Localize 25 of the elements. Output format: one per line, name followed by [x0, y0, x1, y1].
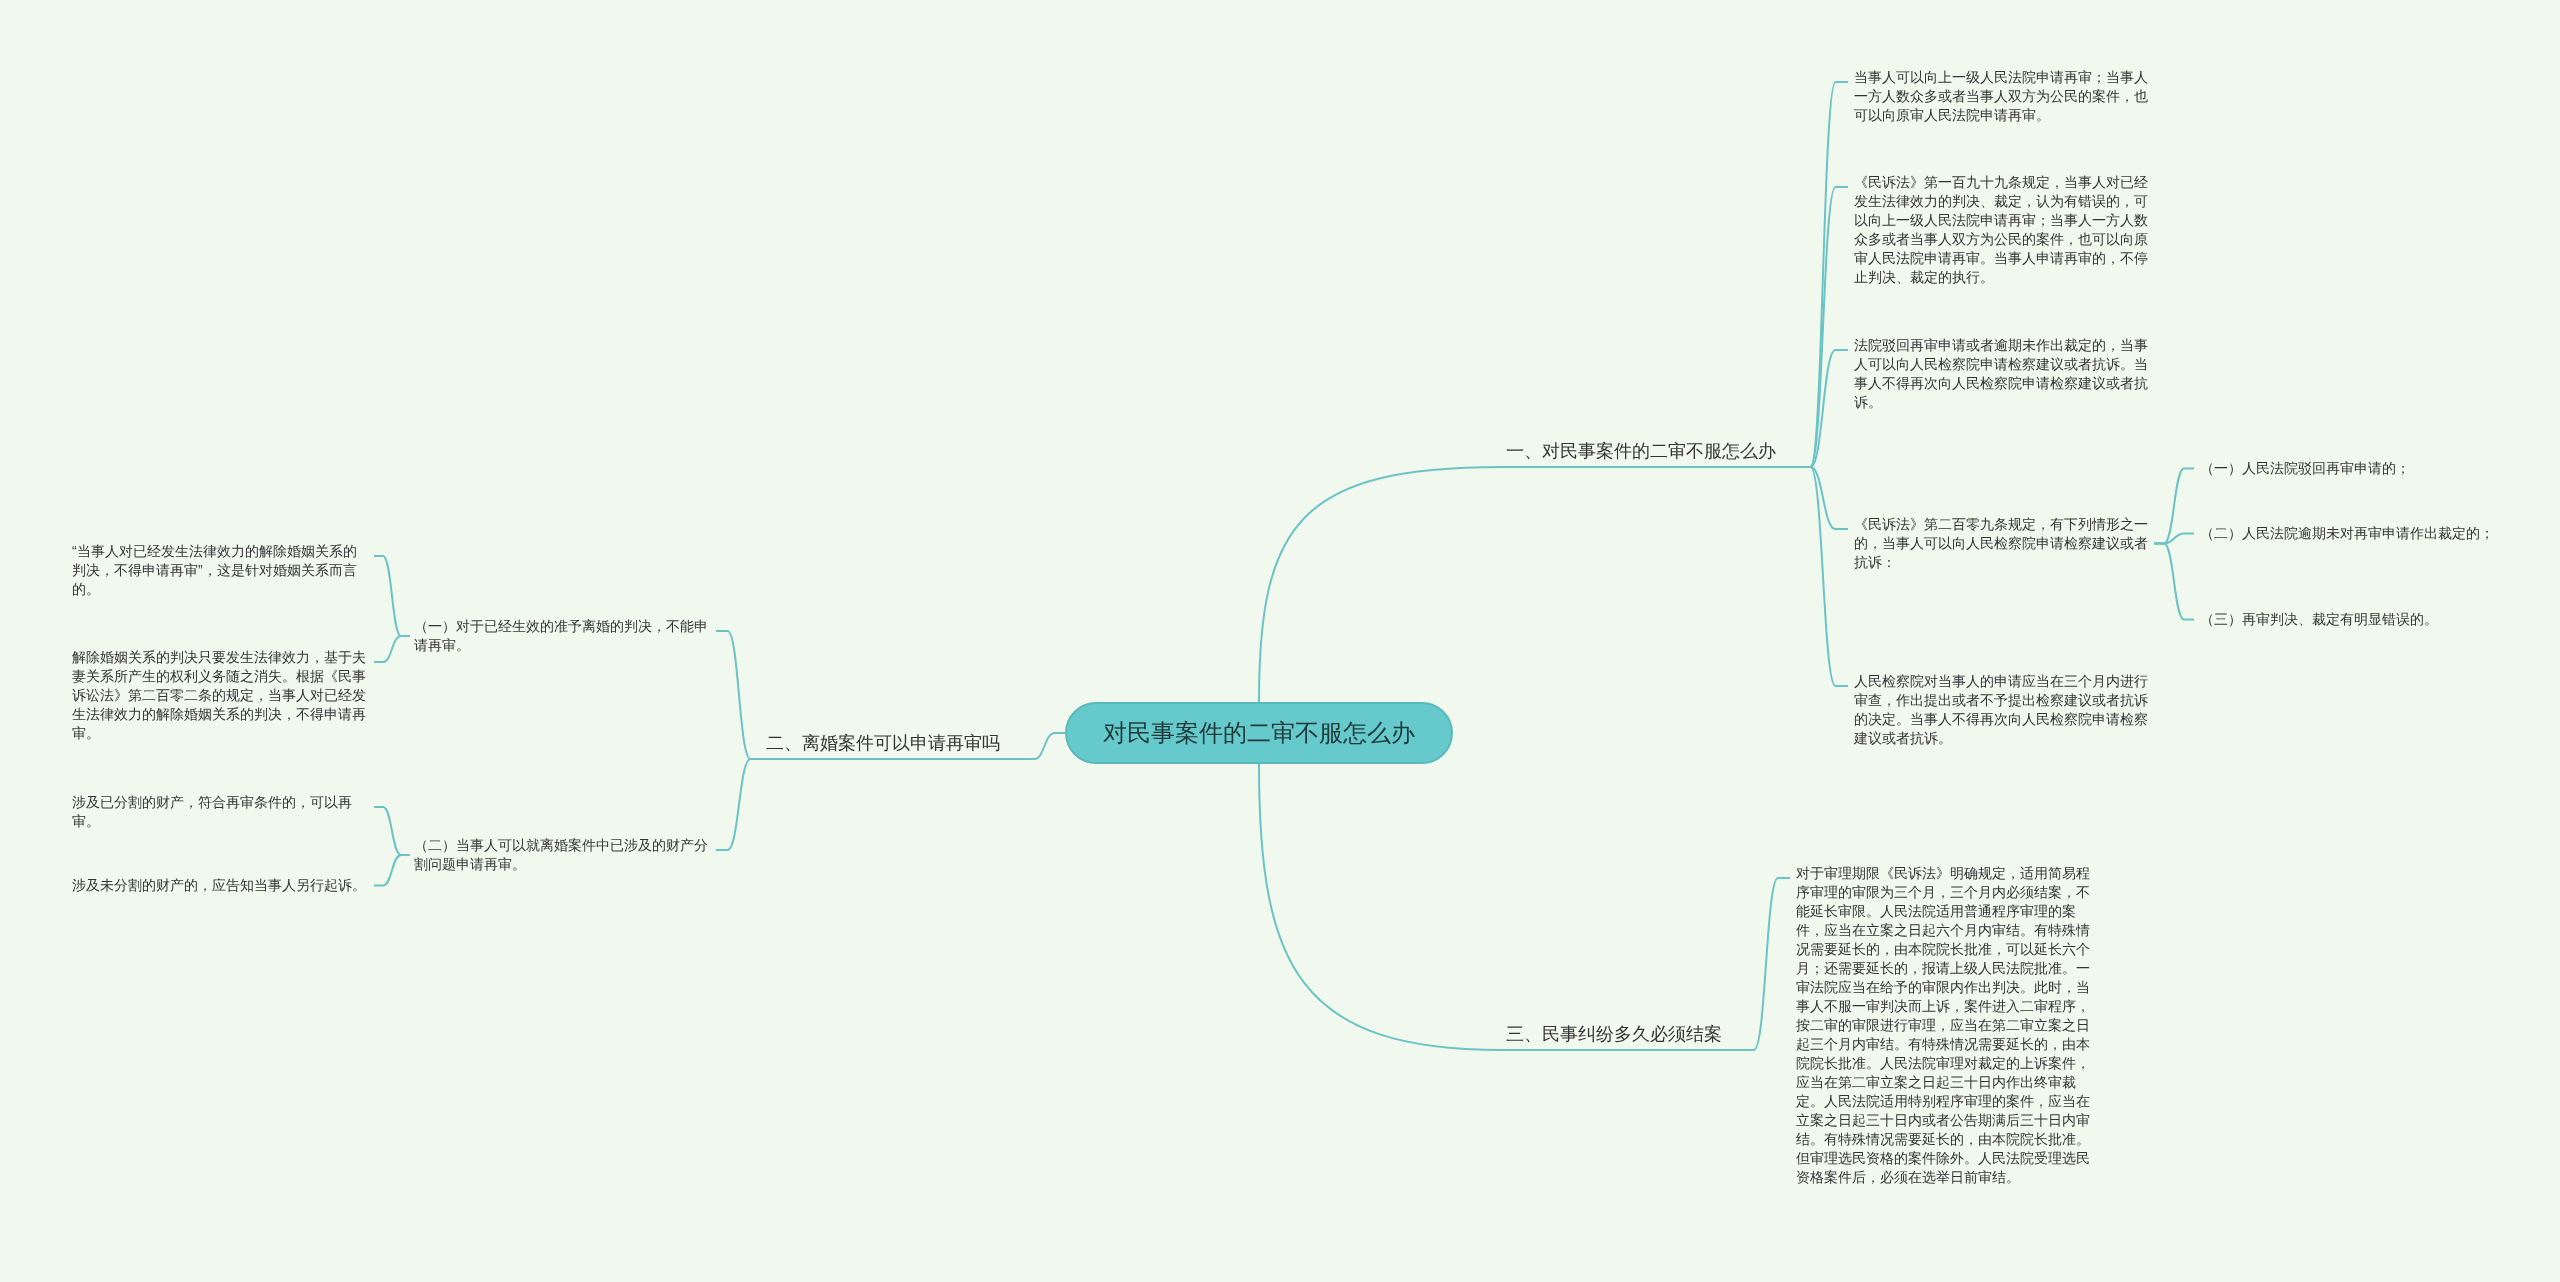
subtopic-text: 涉及未分割的财产的，应告知当事人另行起诉。 — [68, 876, 372, 895]
subtopic-text: 对于审理期限《民诉法》明确规定，适用简易程序审理的审限为三个月，三个月内必须结案，不能延长审限。人民法院适用普通程序审理的案件，应当在立案之日起六个月内审结。有特殊情况需要延长的，由本院院长批准，可以延长六个月；还需要延长的，报请上级人民法院批准。一审法院应当在给予的审限内作出判决。此时，当事人不服一审判决而上诉，案件进入二审程序，按二审的审限进行审理，应当在第二审立案之日起三个月内审结。有特殊情况需要延长的，由本院院长批准。人民法院审理对裁定的上诉案件，应当在第二审立案之日起三十日内作出终审裁定。人民法院适用特别程序审理的案件，应当在立案之日起三十日内或者公告期满后三十日内审结。有特殊情况需要延长的，由本院院长批准。但审理选民资格的案件除外。人民法院受理选民资格案件后，必须在选举日前审结。 — [1792, 864, 2094, 1187]
connector-line — [1023, 732, 1066, 760]
subtopic-text: 涉及已分割的财产，符合再审条件的，可以再审。 — [68, 793, 372, 831]
subtopic-text: 解除婚姻关系的判决只要发生法律效力，基于夫妻关系所产生的权利义务随之消失。根据《民事诉讼法》第二百零二条的规定，当事人对已经发生法律效力的解除婚姻关系的判决，不得申请再审。 — [68, 648, 372, 743]
central-topic: 对民事案件的二审不服怎么办 — [1065, 702, 1453, 764]
subtopic-text: “当事人对已经发生法律效力的解除婚姻关系的判决，不得申请再审”，这是针对婚姻关系而言的。 — [68, 542, 372, 599]
branch-topic: 一、对民事案件的二审不服怎么办 — [1502, 438, 1798, 468]
subtopic-text: 法院驳回再审申请或者逾期未作出裁定的，当事人可以向人民检察院申请检察建议或者抗诉。当事人不得再次向人民检察院申请检察建议或者抗诉。 — [1850, 336, 2154, 412]
subtopic-text: （一）人民法院驳回再审申请的； — [2196, 459, 2506, 478]
branch-topic: 三、民事纠纷多久必须结案 — [1502, 1021, 1742, 1051]
subtopic-text: （二）当事人可以就离婚案件中已涉及的财产分割问题申请再审。 — [410, 836, 714, 874]
subtopic-text: （三）再审判决、裁定有明显错误的。 — [2196, 610, 2506, 629]
branch-topic: 二、离婚案件可以申请再审吗 — [762, 730, 1024, 760]
subtopic-text: 人民检察院对当事人的申请应当在三个月内进行审查，作出提出或者不予提出检察建议或者抗诉的决定。当事人不得再次向人民检察院申请检察建议或者抗诉。 — [1850, 672, 2154, 748]
subtopic-text: 《民诉法》第一百九十九条规定，当事人对已经发生法律效力的判决、裁定，认为有错误的，可以向上一级人民法院申请再审；当事人一方人数众多或者当事人双方为公民的案件，也可以向原审人民法院申请再审。当事人申请再审的，不停止判决、裁定的执行。 — [1850, 173, 2154, 287]
subtopic-text: （一）对于已经生效的准予离婚的判决，不能申请再审。 — [410, 617, 714, 655]
connector-line — [1258, 763, 1503, 1051]
subtopic-text: （二）人民法院逾期未对再审申请作出裁定的； — [2196, 524, 2506, 543]
connector-line — [373, 854, 411, 887]
connector-line — [373, 635, 411, 663]
connector-line — [1258, 466, 1503, 703]
connector-line — [2153, 542, 2195, 621]
subtopic-text: 当事人可以向上一级人民法院申请再审；当事人一方人数众多或者当事人双方为公民的案件，也可以向原审人民法院申请再审。 — [1850, 68, 2154, 125]
subtopic-text: 《民诉法》第二百零九条规定，有下列情形之一的，当事人可以向人民检察院申请检察建议或者抗诉： — [1850, 515, 2154, 572]
